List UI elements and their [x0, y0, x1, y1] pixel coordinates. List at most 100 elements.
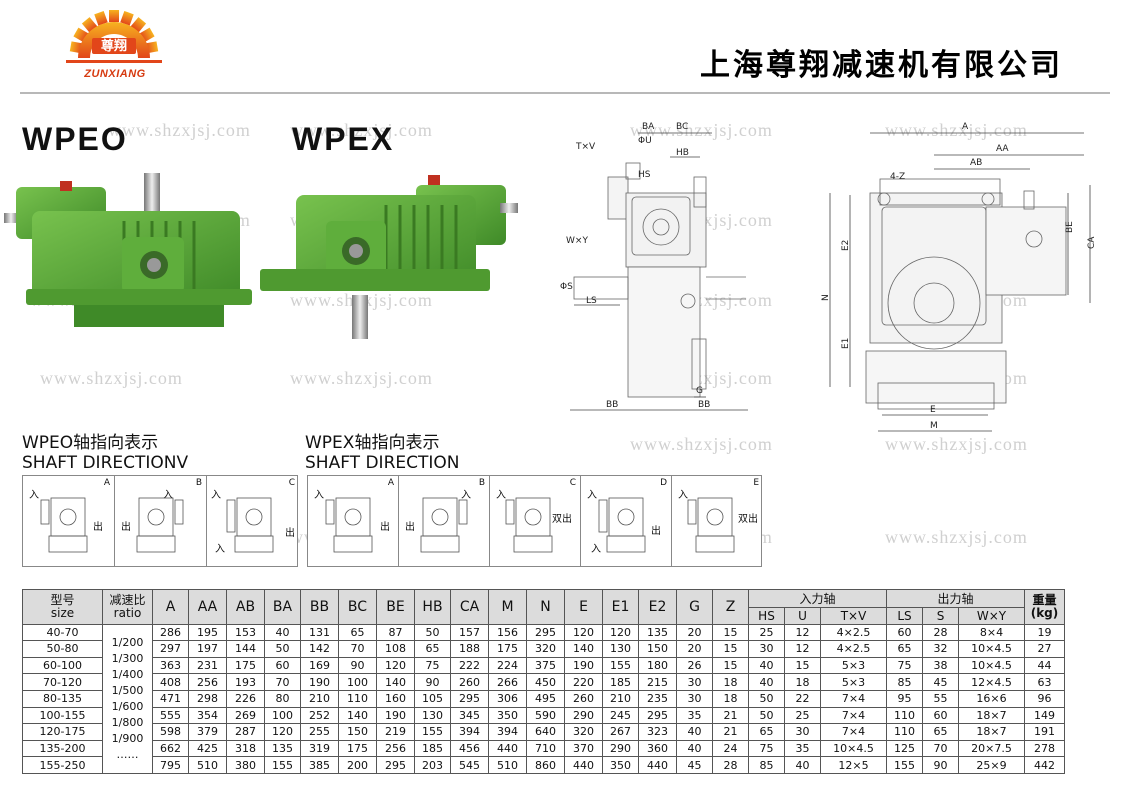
gearbox-schematic-icon	[226, 497, 274, 553]
table-cell: 318	[226, 739, 265, 758]
table-cell: 63	[1024, 673, 1065, 691]
table-cell: 22	[784, 689, 821, 708]
table-cell: 140	[338, 706, 377, 725]
table-cell: 255	[300, 723, 339, 741]
table-cell: 160	[376, 689, 415, 708]
table-cell: 25×9	[958, 756, 1025, 774]
gearbox-schematic-icon	[325, 497, 373, 553]
table-cell: 65	[338, 623, 377, 642]
watermark: www.shzxjsj.com	[290, 368, 433, 388]
ratio-value: 1/600	[111, 699, 144, 713]
logo-wordmark: ZUNXIANG	[84, 68, 146, 80]
table-cell: 45	[676, 756, 713, 774]
header-s: S	[922, 607, 959, 625]
ratio-value: ……	[116, 747, 139, 761]
wpeo-direction-a: A 入 出	[23, 476, 115, 566]
table-cell: 21	[712, 723, 749, 741]
size-cell: 155-250	[22, 756, 103, 774]
table-cell: 18×7	[958, 723, 1025, 741]
table-cell: 157	[450, 623, 489, 642]
table-cell: 20	[676, 623, 713, 642]
table-cell: 65	[886, 640, 923, 658]
watermark: www.shzxjsj.com	[290, 120, 433, 140]
size-cell: 120-175	[22, 723, 103, 741]
wpex-direction-a: A 入 出	[308, 476, 399, 566]
table-cell: 555	[152, 706, 189, 725]
table-cell: 278	[1024, 739, 1065, 758]
table-cell: 26	[676, 656, 713, 675]
table-cell: 35	[784, 739, 821, 758]
table-cell: 153	[226, 623, 265, 642]
table-cell: 471	[152, 689, 189, 708]
dim-label: BB	[606, 400, 618, 410]
watermark: www.shzxjsj.com	[885, 434, 1028, 454]
size-cell: 70-120	[22, 673, 103, 691]
header-col: BB	[300, 589, 339, 625]
table-cell: 140	[376, 673, 415, 691]
table-cell: 860	[526, 756, 565, 774]
header-col: AB	[226, 589, 265, 625]
table-cell: 65	[922, 723, 959, 741]
table-cell: 70	[338, 640, 377, 658]
table-cell: 110	[338, 689, 377, 708]
dim-label: ΦU	[638, 136, 652, 146]
table-cell: 120	[602, 623, 639, 642]
watermark: www.shzxjsj.com	[885, 527, 1028, 547]
dim-label: E1	[841, 338, 851, 349]
table-cell: 130	[414, 706, 451, 725]
table-cell: 185	[602, 673, 639, 691]
table-cell: 12×4.5	[958, 673, 1025, 691]
table-cell: 12	[784, 623, 821, 642]
table-cell: 408	[152, 673, 189, 691]
wpex-title: WPEX	[292, 121, 395, 157]
header-input-shaft: 入力轴	[748, 589, 887, 608]
table-cell: 95	[886, 689, 923, 708]
dim-label: CA	[1087, 236, 1097, 249]
table-cell: 44	[1024, 656, 1065, 675]
table-cell: 149	[1024, 706, 1065, 725]
table-cell: 30	[784, 723, 821, 741]
table-cell: 219	[376, 723, 415, 741]
watermark: www.shzxjsj.com	[630, 120, 773, 140]
table-cell: 50	[748, 689, 785, 708]
header-hs: HS	[748, 607, 785, 625]
table-cell: 5×3	[820, 673, 887, 691]
table-cell: 210	[300, 689, 339, 708]
table-cell: 193	[226, 673, 265, 691]
header-col: A	[152, 589, 189, 625]
dim-label: AA	[996, 144, 1009, 154]
table-cell: 55	[922, 689, 959, 708]
table-cell: 38	[922, 656, 959, 675]
table-cell: 110	[886, 706, 923, 725]
table-cell: 7×4	[820, 706, 887, 725]
header-output-shaft: 出力轴	[886, 589, 1025, 608]
header-col: Z	[712, 589, 749, 625]
table-cell: 27	[1024, 640, 1065, 658]
dim-label: HS	[638, 170, 651, 180]
table-cell: 50	[264, 640, 301, 658]
table-cell: 75	[886, 656, 923, 675]
table-cell: 425	[188, 739, 227, 758]
table-cell: 298	[188, 689, 227, 708]
table-cell: 320	[564, 723, 603, 741]
table-cell: 75	[748, 739, 785, 758]
table-cell: 18	[712, 689, 749, 708]
table-cell: 15	[712, 640, 749, 658]
table-cell: 260	[564, 689, 603, 708]
table-cell: 65	[748, 723, 785, 741]
wpex-shaft-direction-panel: A 入 出 B 入 出 C 入 双出 D 入 入 出 E	[307, 475, 762, 567]
ratio-value: 1/300	[111, 651, 144, 665]
dim-label: A	[962, 122, 969, 132]
table-cell: 7×4	[820, 723, 887, 741]
size-cell: 60-100	[22, 656, 103, 675]
table-cell: 350	[602, 756, 639, 774]
table-cell: 131	[300, 623, 339, 642]
table-cell: 375	[526, 656, 565, 675]
table-cell: 287	[226, 723, 265, 741]
table-cell: 190	[564, 656, 603, 675]
table-cell: 256	[188, 673, 227, 691]
